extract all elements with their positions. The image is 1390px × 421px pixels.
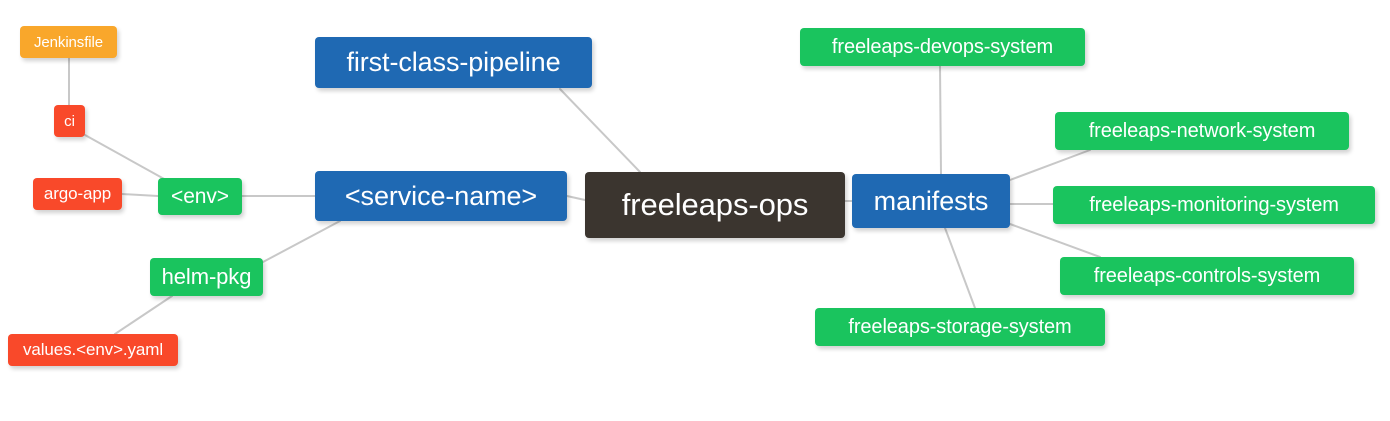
- node-network[interactable]: freeleaps-network-system: [1055, 112, 1349, 150]
- edge-manifests-to-controls: [1009, 223, 1101, 258]
- node-storage[interactable]: freeleaps-storage-system: [815, 308, 1105, 346]
- edge-svc-to-root: [566, 195, 586, 201]
- edge-helm-to-values: [114, 295, 173, 335]
- edge-manifests-to-devops: [939, 65, 942, 175]
- node-svc[interactable]: <service-name>: [315, 171, 567, 221]
- node-devops[interactable]: freeleaps-devops-system: [800, 28, 1085, 66]
- node-jenkins[interactable]: Jenkinsfile: [20, 26, 117, 58]
- edge-argo-to-env: [121, 193, 159, 197]
- edge-svc-to-helm: [262, 220, 341, 263]
- node-values[interactable]: values.<env>.yaml: [8, 334, 178, 366]
- node-ci[interactable]: ci: [54, 105, 85, 137]
- node-pipeline[interactable]: first-class-pipeline: [315, 37, 592, 88]
- node-argo[interactable]: argo-app: [33, 178, 122, 210]
- edge-pipeline-to-root: [559, 88, 641, 173]
- node-monitoring[interactable]: freeleaps-monitoring-system: [1053, 186, 1375, 224]
- node-manifests[interactable]: manifests: [852, 174, 1010, 228]
- edge-ci-to-env: [84, 134, 167, 181]
- edge-manifests-to-network: [1009, 149, 1091, 181]
- node-root[interactable]: freeleaps-ops: [585, 172, 845, 238]
- edge-manifests-to-storage: [944, 227, 976, 309]
- node-controls[interactable]: freeleaps-controls-system: [1060, 257, 1354, 295]
- node-env[interactable]: <env>: [158, 178, 242, 215]
- node-helm[interactable]: helm-pkg: [150, 258, 263, 296]
